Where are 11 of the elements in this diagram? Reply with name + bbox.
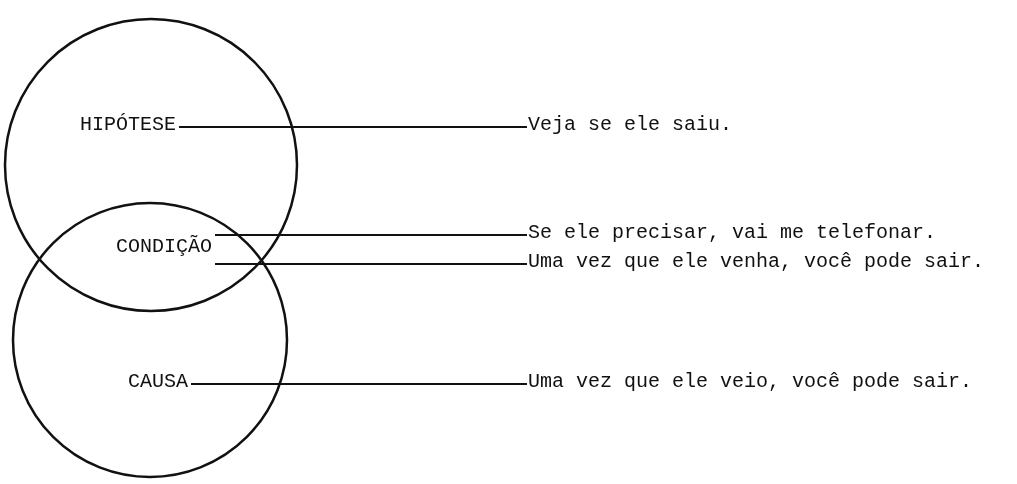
example-sentence: Uma vez que ele venha, você pode sair.: [528, 250, 985, 274]
leader-line: [190, 383, 528, 385]
leader-line: [214, 234, 528, 236]
example-sentence: Uma vez que ele veio, você pode sair.: [528, 370, 973, 394]
category-label: HIPÓTESE: [80, 113, 176, 137]
leader-line: [178, 126, 528, 128]
example-sentence: Veja se ele saiu.: [528, 113, 733, 137]
category-label: CAUSA: [128, 370, 188, 394]
example-sentence: Se ele precisar, vai me telefonar.: [528, 221, 937, 245]
leader-line: [214, 263, 528, 265]
category-label: CONDIÇÃO: [116, 235, 212, 259]
